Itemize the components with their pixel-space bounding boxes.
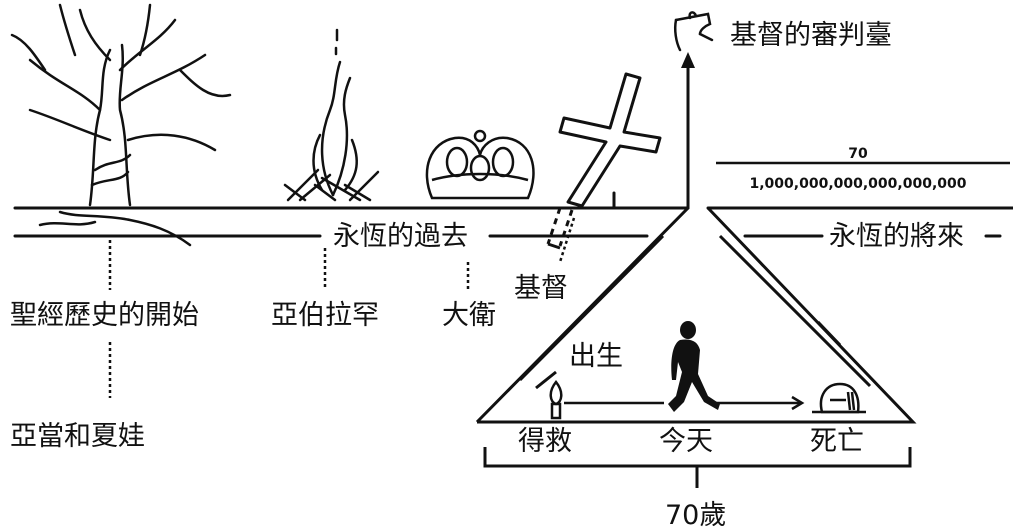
label-judgment-seat: 基督的審判臺	[730, 20, 892, 51]
label-abraham: 亞伯拉罕	[271, 300, 379, 331]
label-birth: 出生	[569, 341, 623, 372]
label-adam-eve: 亞當和夏娃	[10, 421, 145, 452]
label-saved: 得救	[518, 426, 572, 457]
label-david: 大衛	[442, 300, 496, 331]
comparison-fraction: 70 1,000,000,000,000,000,000	[716, 146, 1010, 192]
label-lifespan: 70歲	[665, 500, 726, 528]
label-christ: 基督	[514, 273, 568, 304]
fraction-numerator: 70	[848, 146, 868, 162]
label-bible-history-start: 聖經歷史的開始	[10, 300, 199, 331]
cross-icon	[546, 72, 662, 250]
timeline-lines	[13, 191, 1013, 238]
label-eternal-past: 永恆的過去	[333, 221, 468, 252]
label-eternal-future: 永恆的將來	[829, 221, 964, 252]
label-today: 今天	[659, 426, 713, 457]
label-death: 死亡	[810, 426, 864, 457]
altar-fire-icon	[283, 28, 380, 202]
judgment-seat-icon	[673, 11, 714, 52]
lifespan-bracket	[483, 447, 912, 488]
crown-icon	[425, 129, 535, 200]
candle-icon	[549, 379, 563, 420]
fraction-denominator: 1,000,000,000,000,000,000	[750, 176, 967, 192]
tombstone-icon	[812, 382, 866, 414]
life-arrow	[564, 395, 805, 411]
walking-man-icon	[668, 321, 720, 412]
ascension-arrow	[681, 52, 695, 208]
dotted-leaders	[108, 217, 576, 398]
dead-tree-icon	[10, 3, 232, 247]
